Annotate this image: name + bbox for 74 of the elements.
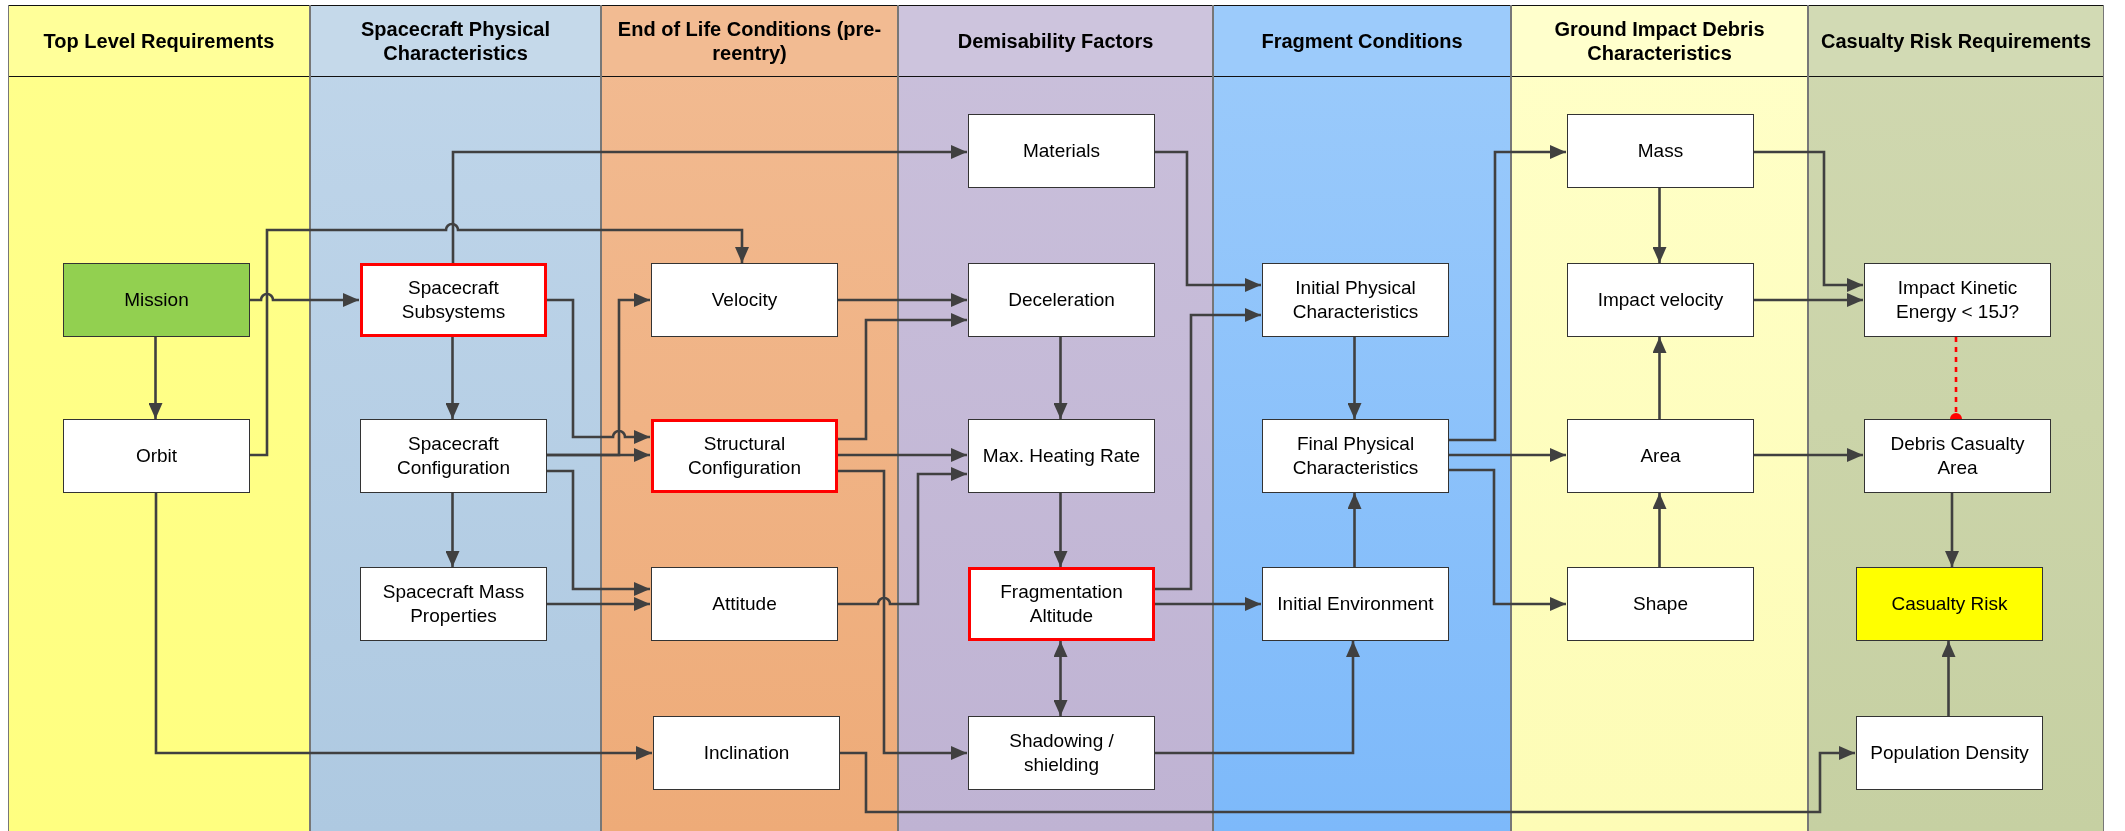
arrow: [154, 493, 652, 760]
swimlane: [898, 5, 1213, 831]
arrow: [1154, 641, 1360, 755]
process-box: Initial Environment: [1262, 567, 1449, 641]
process-box: Orbit: [63, 419, 250, 493]
arrow: [546, 597, 650, 611]
lane-header: End of Life Conditions (pre-reentry): [602, 5, 897, 77]
arrow: [249, 222, 749, 457]
process-box: Area: [1567, 419, 1754, 493]
process-box: Impact Kinetic Energy < 15J?: [1864, 263, 2051, 337]
arrow: [1941, 641, 1956, 716]
lane-header: Ground Impact Debris Characteristics: [1512, 5, 1807, 77]
arrow: [1652, 493, 1667, 567]
lane-header: Demisability Factors: [899, 5, 1212, 77]
process-box: Shape: [1567, 567, 1754, 641]
process-box: Structural Configuration: [651, 419, 838, 493]
arrow: [1053, 337, 1068, 419]
arrow: [837, 293, 967, 307]
arrow: [445, 493, 460, 567]
process-box: Initial Physical Characteristics: [1262, 263, 1449, 337]
arrow: [1652, 337, 1667, 419]
arrow: [1154, 308, 1261, 591]
process-box: Mission: [63, 263, 250, 337]
process-box: Fragmentation Altitude: [968, 567, 1155, 641]
process-box: Spacecraft Mass Properties: [360, 567, 547, 641]
arrow: [1753, 150, 1863, 292]
swimlane: [310, 5, 601, 831]
lane-header: Casualty Risk Requirements: [1809, 5, 2103, 77]
swimlane: [1808, 5, 2104, 831]
process-box: Debris Casualty Area: [1864, 419, 2051, 493]
arrow: [1448, 145, 1566, 442]
process-box: Spacecraft Subsystems: [360, 263, 547, 337]
process-box: Max. Heating Rate: [968, 419, 1155, 493]
arrow: [1053, 493, 1068, 567]
arrow: [1053, 641, 1068, 716]
arrow: [1154, 150, 1261, 292]
process-box: Casualty Risk: [1856, 567, 2043, 641]
process-box: Final Physical Characteristics: [1262, 419, 1449, 493]
arrow: [1753, 448, 1863, 462]
arrow: [839, 746, 1855, 814]
process-box: Shadowing / shielding: [968, 716, 1155, 790]
arrow: [837, 467, 967, 606]
arrow: [1448, 448, 1566, 462]
arrow: [837, 469, 967, 760]
arrow: [249, 292, 359, 307]
swimlane: [8, 5, 310, 831]
arrow: [148, 337, 163, 419]
arrow: [451, 145, 967, 263]
arrow: [546, 469, 650, 596]
lane-header: Top Level Requirements: [9, 5, 309, 77]
lane-header: Fragment Conditions: [1214, 5, 1510, 77]
process-box: Mass: [1567, 114, 1754, 188]
lane-header: Spacecraft Physical Characteristics: [311, 5, 600, 77]
swimlane: [1213, 5, 1511, 831]
process-box: Velocity: [651, 263, 838, 337]
arrow: [837, 313, 967, 441]
process-box: Materials: [968, 114, 1155, 188]
arrow: [1154, 597, 1261, 611]
process-box: Impact velocity: [1567, 263, 1754, 337]
arrow: [1945, 493, 1959, 567]
arrow: [1448, 468, 1566, 611]
arrow: [1652, 188, 1667, 263]
swimlane: [1511, 5, 1808, 831]
arrow: [1347, 493, 1362, 567]
process-box: Population Density: [1856, 716, 2043, 790]
process-box: Deceleration: [968, 263, 1155, 337]
process-box: Attitude: [651, 567, 838, 641]
swimlane: [601, 5, 898, 831]
process-box: Inclination: [653, 716, 840, 790]
arrow: [837, 448, 967, 462]
arrow: [1347, 337, 1362, 419]
arrow: [1753, 293, 1863, 307]
process-box: Spacecraft Configuration: [360, 419, 547, 493]
arrow: [445, 337, 460, 419]
